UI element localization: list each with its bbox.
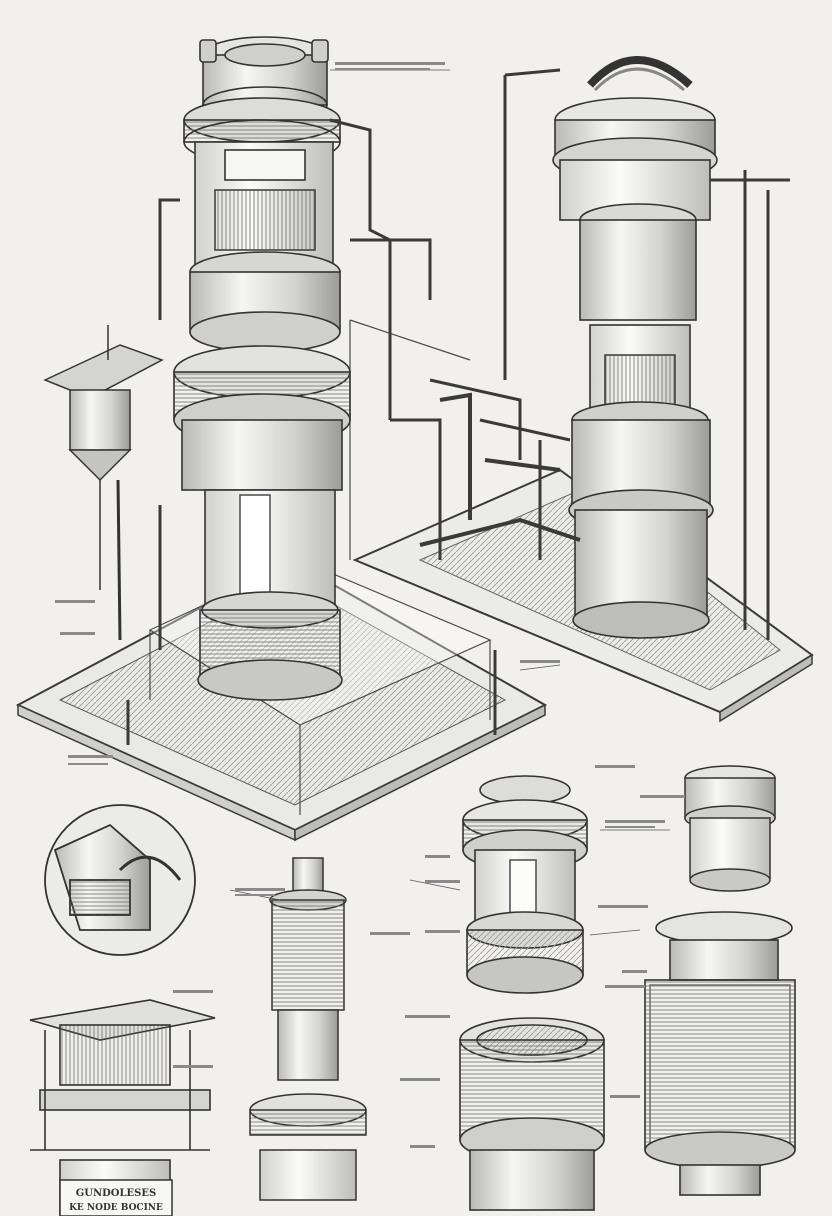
interconnect-piping (419, 392, 581, 547)
stamp-line-2: KE NODE BOCINE (69, 1203, 163, 1213)
right-ribbed-drum (644, 911, 796, 1196)
center-ribbed-bowl (459, 1017, 605, 1211)
annotation-blocks (55, 62, 685, 1148)
center-lidded-cylinder (462, 775, 588, 994)
left-tower-piping (158, 118, 522, 560)
left-hanging-device (43, 325, 164, 641)
right-frame-rails (479, 68, 790, 640)
right-small-vessel (684, 765, 776, 892)
circular-detail-inset (44, 804, 196, 956)
stamp-label: GUNDOLESES KE NODE BOCINE (59, 1179, 173, 1216)
left-support-posts (126, 505, 497, 745)
stamp-line-1: GUNDOLESES (76, 1188, 157, 1199)
bottom-center-column (249, 857, 367, 1201)
main-tower-left (173, 36, 351, 701)
right-tower (552, 56, 718, 639)
